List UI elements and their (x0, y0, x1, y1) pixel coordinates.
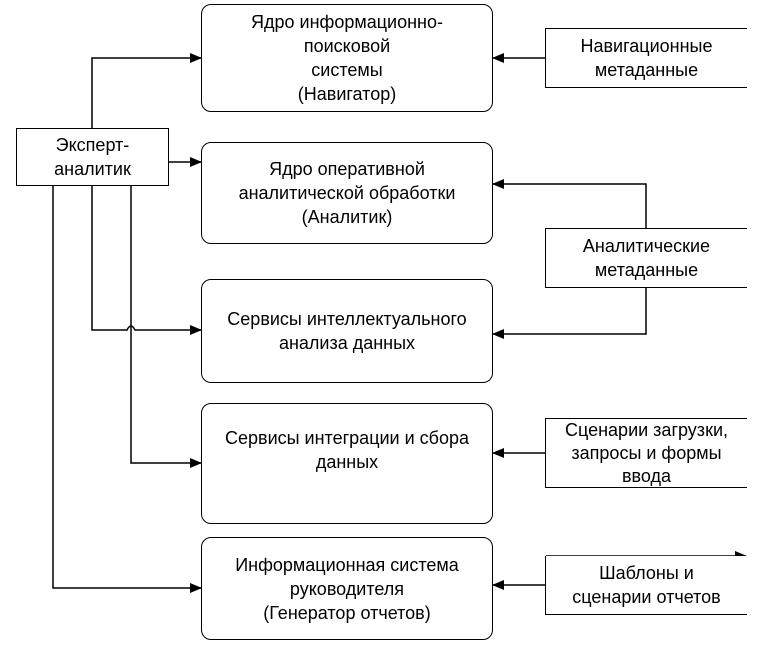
component-integration[interactable]: Сервисы интеграции и сбора данных (201, 403, 493, 524)
connector-actor-data-mining (91, 185, 202, 335)
store-label-line: Шаблоны и (599, 563, 694, 583)
connector-analytic-metadata-data-mining (492, 287, 647, 339)
store-analytic-metadata[interactable]: Аналитические метаданные (545, 228, 747, 288)
connector-analytic-metadata-analyst (492, 179, 647, 229)
component-analyst[interactable]: Ядро оперативной аналитической обработки… (201, 142, 493, 244)
store-label-line: ввода (621, 465, 672, 486)
component-label-line: Ядро оперативной (269, 159, 425, 179)
component-navigator[interactable]: Ядро информационно- поисковой системы (Н… (201, 4, 493, 112)
component-label-line: Ядро информационно- (251, 12, 443, 32)
store-label-line: Аналитические (582, 236, 711, 256)
component-label-line: (Генератор отчетов) (263, 602, 431, 623)
store-label-line: сценарии отчетов (572, 587, 721, 607)
store-label-line: Навигационные (580, 36, 713, 56)
actor-expert-analyst[interactable]: Эксперт- аналитик (16, 128, 169, 186)
component-label-line: (Аналитик) (301, 207, 393, 227)
component-data-mining[interactable]: Сервисы интеллектуального анализа данных (201, 279, 493, 383)
component-label-line: поисковой (303, 36, 391, 56)
component-report-generator[interactable]: Информационная система руководителя (Ген… (201, 537, 493, 640)
store-label-line: метаданные (594, 60, 699, 80)
component-label-line: аналитической обработки (238, 183, 456, 203)
component-label-line: Сервисы интеллектуального (227, 309, 467, 329)
store-label-line: Сценарии загрузки, (564, 419, 728, 440)
component-label-line: данных (315, 452, 379, 472)
connector-actor-report-generator (52, 185, 202, 593)
component-label-line: Сервисы интеграции и сбора (224, 428, 470, 448)
component-label-line: системы (311, 60, 383, 80)
actor-label-line: Эксперт- (55, 135, 130, 155)
component-label-line: руководителя (289, 578, 405, 599)
store-load-scenarios[interactable]: Сценарии загрузки, запросы и формы ввода (545, 418, 747, 488)
store-nav-metadata[interactable]: Навигационные метаданные (545, 28, 747, 88)
store-report-templates[interactable]: Шаблоны и сценарии отчетов (545, 556, 747, 615)
component-label-line: (Навигатор) (297, 84, 397, 104)
connector-actor-navigator (91, 53, 202, 128)
store-label-line: запросы и формы (571, 442, 722, 463)
store-label-line: метаданные (594, 260, 699, 280)
component-label-line: анализа данных (278, 333, 416, 353)
connector-actor-integration (130, 185, 202, 468)
component-label-line: Информационная система (235, 554, 459, 575)
actor-label-line: аналитик (54, 159, 131, 179)
